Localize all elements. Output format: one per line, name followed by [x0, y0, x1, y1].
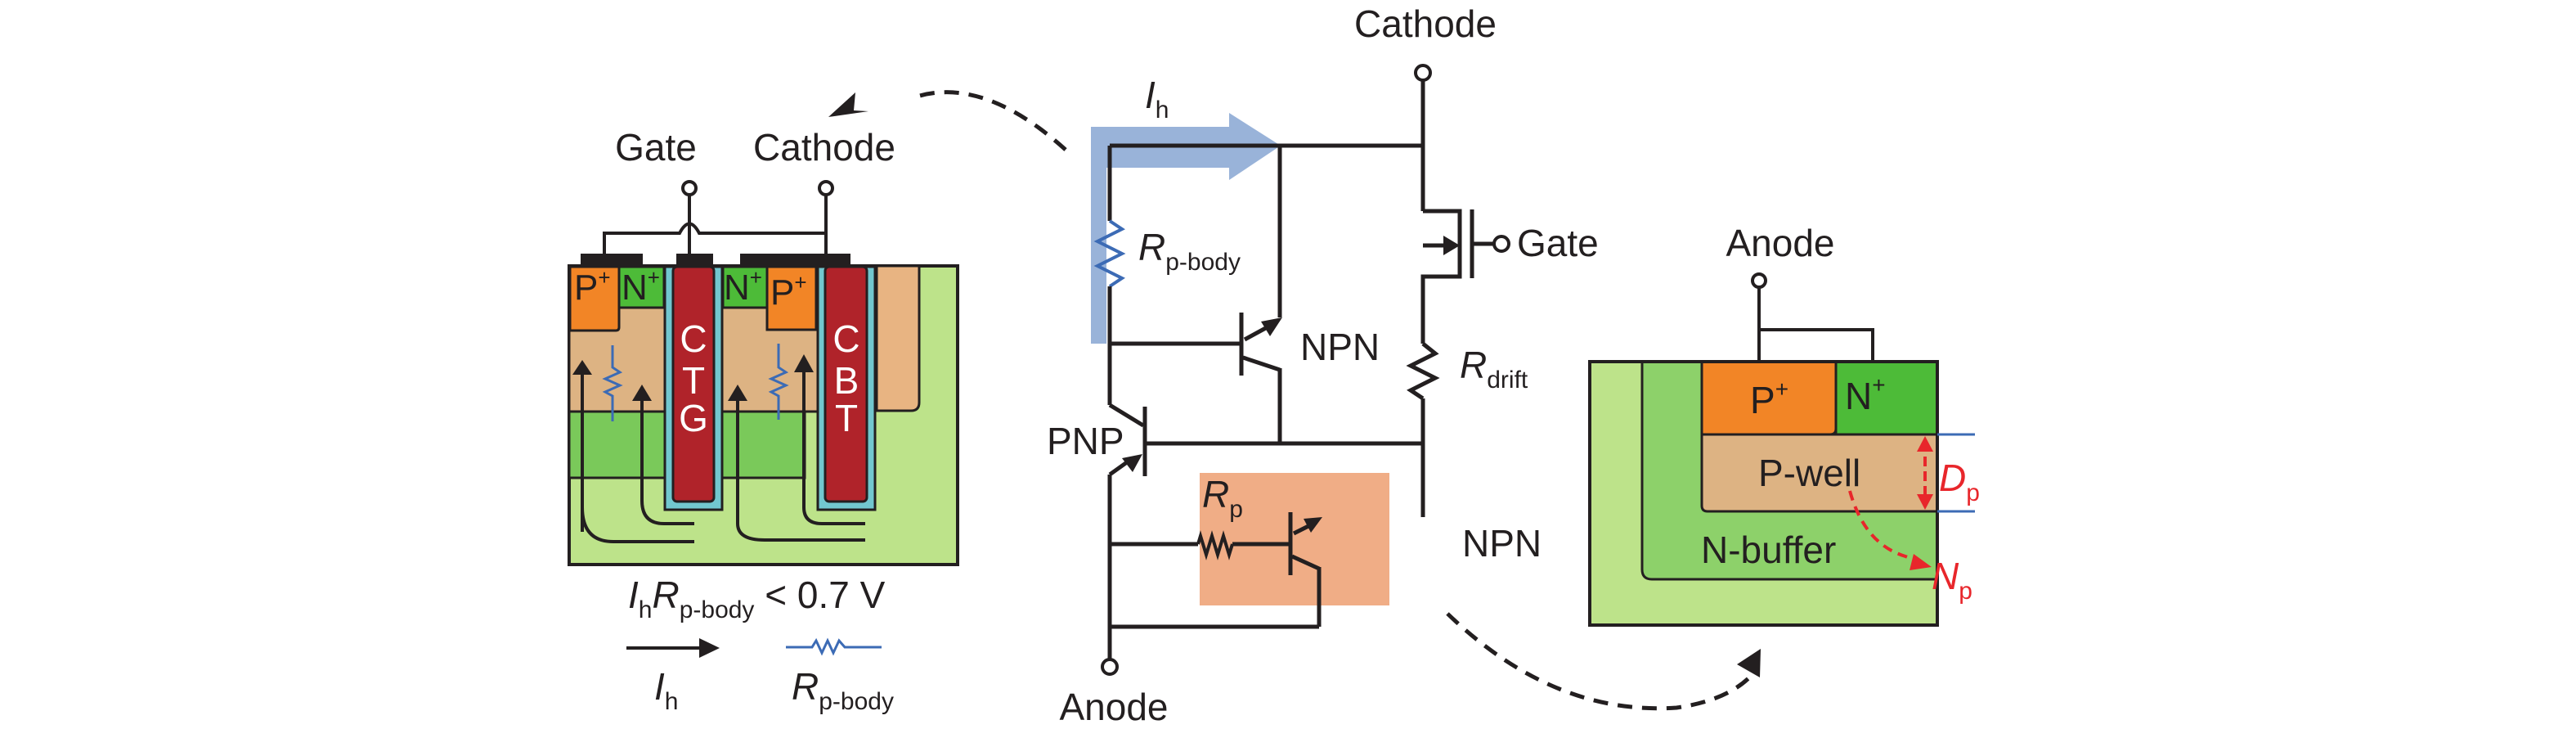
- npn-bottom-emitter-arrow: [1304, 517, 1322, 533]
- current-arrow-head-2: [632, 385, 652, 401]
- left-rpbody-resistor-2: [768, 344, 789, 420]
- left-p-plus-1: [568, 265, 621, 332]
- left-rpbody-resistor-1: [602, 345, 623, 421]
- pnp-emitter-arrow: [1122, 454, 1142, 472]
- circuit-cathode-terminal: [1414, 64, 1432, 82]
- np-arrow-head: [1910, 554, 1932, 570]
- right-p-plus-label: P+: [1750, 376, 1788, 421]
- ctg-letter-2: T: [682, 359, 705, 402]
- right-n-plus-region: [1834, 360, 1939, 436]
- right-p-well-region: [1700, 433, 1939, 513]
- left-gate-terminal: [681, 180, 698, 196]
- current-path-1: [581, 364, 694, 543]
- right-anode-bus-wire: [1759, 328, 1874, 362]
- legend-current-label: Ih: [654, 665, 678, 715]
- right-anode-label: Anode: [1726, 222, 1834, 264]
- cbt-letter-3: T: [835, 397, 858, 439]
- ih-current-arrow: [1091, 113, 1281, 344]
- left-contact-metal-2: [740, 254, 850, 266]
- npn-top-label: NPN: [1300, 326, 1380, 368]
- right-n-plus-label: N+: [1845, 372, 1886, 417]
- dp-arrow-down: [1917, 494, 1933, 510]
- legend-current-arrow-head: [699, 638, 720, 658]
- left-device-cross-section: Gate Cathode P+ N+ N+ P+ C T: [568, 126, 959, 715]
- ih-label: Ih: [1145, 74, 1169, 124]
- current-arrow-head-1: [572, 360, 592, 375]
- current-path-4: [802, 360, 865, 525]
- circuit-gate-terminal: [1492, 235, 1510, 253]
- holding-condition: IhRp-body < 0.7 V: [628, 574, 886, 623]
- rp-label: Rp: [1202, 473, 1243, 523]
- left-cathode-bus-wire: [603, 222, 826, 254]
- left-n-plus-2-label: N+: [724, 265, 762, 308]
- legend-resistor-label: Rp-body: [792, 665, 894, 715]
- dp-arrow-up: [1917, 436, 1933, 452]
- mosfet-channel-wire: [1420, 209, 1462, 344]
- pnp-collector-leg: [1108, 403, 1145, 428]
- dashed-link-left-arrowhead: [828, 92, 868, 117]
- right-device-outline: [1588, 360, 1939, 627]
- left-cathode-terminal: [818, 180, 834, 196]
- rdrift-resistor: [1406, 342, 1440, 401]
- left-p-plus-2-label: P+: [770, 270, 807, 313]
- rp-resistor: [1196, 530, 1234, 560]
- trench-ctg: C T G: [663, 265, 724, 511]
- np-label: Np: [1932, 555, 1972, 605]
- current-arrow-head-4: [794, 354, 814, 372]
- legend-resistor-icon: [786, 637, 882, 656]
- current-arrow-head-3: [728, 385, 747, 401]
- left-contact-metal-1: [581, 254, 643, 266]
- left-n-plus-1: [617, 265, 666, 309]
- right-anode-terminal: [1751, 272, 1767, 289]
- equivalent-circuit: Ih Cathode Rp-body NPN Gate Rdrift: [1047, 2, 1599, 728]
- dp-label: Dp: [1939, 457, 1980, 506]
- circuit-anode-terminal: [1101, 658, 1119, 676]
- pnp-label: PNP: [1047, 420, 1124, 462]
- dashed-link-to-left-device: [911, 90, 1067, 151]
- circuit-cathode-label: Cathode: [1354, 2, 1497, 45]
- right-n-buffer-label: N-buffer: [1701, 529, 1836, 571]
- rpbody-label: Rp-body: [1138, 226, 1241, 276]
- left-p-body-edge: [875, 264, 921, 412]
- right-device-cross-section: Anode P+ N+ P-well N-buffer Dp Np: [1588, 222, 1980, 627]
- cbt-letter-1: C: [832, 317, 859, 360]
- cbt-letter-2: B: [834, 359, 859, 402]
- rp-highlight-box: [1200, 473, 1389, 605]
- current-path-2: [640, 389, 694, 525]
- ctg-letter-3: G: [679, 397, 708, 439]
- dashed-link-to-right-device: [1446, 612, 1758, 711]
- circuit-gate-label: Gate: [1517, 222, 1599, 264]
- npn-bottom-label: NPN: [1462, 522, 1542, 565]
- left-gate-contact-metal: [676, 254, 713, 266]
- rpbody-resistor: [1093, 219, 1126, 288]
- npn-bottom-collector-leg: [1290, 554, 1321, 571]
- ctg-letter-1: C: [680, 317, 707, 360]
- left-p-plus-2: [765, 265, 818, 331]
- left-p-plus-1-label: P+: [574, 265, 611, 308]
- right-p-well-label: P-well: [1758, 452, 1860, 494]
- npn-top-emitter-arrow: [1261, 317, 1282, 336]
- left-cathode-label: Cathode: [753, 126, 895, 169]
- mosfet-arrow: [1443, 236, 1460, 255]
- rdrift-label: Rdrift: [1460, 344, 1528, 394]
- np-dashed-arrow: [1848, 490, 1927, 566]
- current-path-3: [736, 389, 865, 542]
- npn-top-collector-leg: [1242, 355, 1281, 372]
- trench-cbt: C B T: [816, 265, 877, 511]
- left-n-plus-1-label: N+: [622, 265, 660, 308]
- circuit-anode-label: Anode: [1059, 686, 1168, 728]
- left-n-plus-2: [721, 265, 769, 309]
- left-gate-label: Gate: [615, 126, 697, 169]
- dashed-link-right-arrowhead: [1737, 649, 1761, 677]
